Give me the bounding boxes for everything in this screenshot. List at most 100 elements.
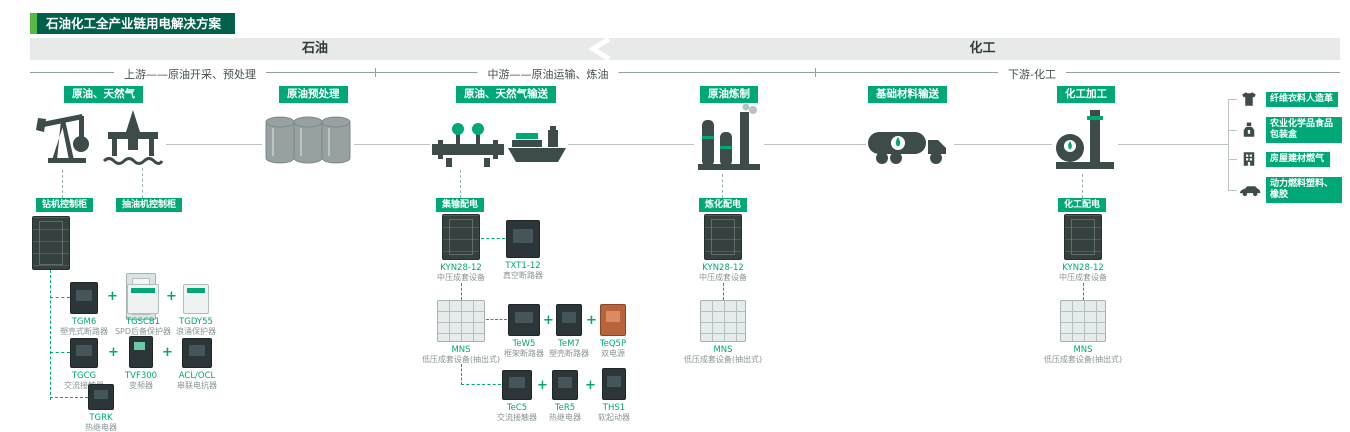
product-desc: 变频器 [129, 381, 153, 390]
offshore-platform-icon [102, 108, 164, 166]
product-desc: 低压成套设备(抽出式) [1043, 355, 1123, 364]
flow-line [354, 144, 430, 145]
mns-image [700, 300, 746, 342]
product-desc: 交流接触器 [497, 413, 537, 422]
chain-connector [486, 319, 507, 320]
ter5-image [552, 370, 578, 400]
process-label-transport: 原油、天然气输送 [456, 86, 556, 103]
dist-label-refining: 炼化配电 [699, 198, 748, 212]
stage-upstream: 上游——原油开采、预处理 [114, 66, 266, 82]
product-teq5p: TeQ5P 双电源 [581, 304, 645, 358]
page-title: 石油化工全产业链用电解决方案 [30, 13, 236, 34]
product-model: THS1 [602, 403, 626, 413]
product-desc: 中压成套设备 [437, 273, 485, 282]
product-model: MNS [451, 345, 471, 355]
product-desc: 串联电抗器 [177, 381, 217, 390]
band-label-chemical: 化工 [969, 41, 996, 56]
plus-sign: + [586, 313, 597, 328]
dist-label-drill-cabinet: 钻机控制柜 [36, 198, 94, 212]
flow-line [1118, 144, 1228, 145]
tgrk-image [88, 384, 114, 410]
product-txt1-12: TXT1-12 真空断路器 [491, 220, 555, 280]
product-desc: 浪涌保护器 [176, 327, 216, 336]
dashed-connector [1082, 174, 1083, 198]
dashed-connector [142, 168, 143, 198]
product-ter5: TeR5 热继电器 [533, 370, 597, 422]
product-model: ACL/OCL [178, 371, 216, 381]
product-tem7: TeM7 塑壳断路器 [537, 304, 601, 358]
product-acl-ocl: ACL/OCL 串联电抗器 [165, 338, 229, 390]
product-model: KYN28-12 [1062, 263, 1104, 273]
stage-divider-tick [815, 68, 816, 77]
refinery-icon [696, 102, 762, 172]
product-tgm6: TGM6 塑壳式断路器 [52, 282, 116, 336]
chain-connector [461, 283, 462, 300]
end-product-agrochem: 农业化学品食品包装盒 [1266, 117, 1342, 143]
chain-connector [50, 297, 70, 298]
product-model: MNS [713, 345, 733, 355]
plus-sign: + [107, 289, 118, 304]
process-label-refining: 原油炼制 [700, 86, 758, 103]
product-desc: 框架断路器 [504, 349, 544, 358]
teq5p-image [600, 304, 626, 336]
mns-image [437, 300, 485, 342]
product-desc: 低压成套设备(抽出式) [683, 355, 763, 364]
tgcg-image [70, 338, 98, 368]
chain-connector [723, 283, 724, 300]
acl-ocl-image [182, 338, 212, 368]
bracket-stub [1228, 159, 1237, 160]
product-model: KYN28-12 [440, 263, 482, 273]
product-tgrk: TGRK 热继电器 [69, 384, 133, 432]
product-model: TeR5 [554, 403, 576, 413]
chain-connector [1083, 283, 1084, 300]
product-desc: 中压成套设备 [1059, 273, 1107, 282]
product-tgscb1: TGSCB1 SPD后备保护器 [111, 284, 175, 336]
tanker-truck-icon [868, 120, 952, 168]
product-model: TeM7 [558, 339, 580, 349]
txt1-12-image [506, 220, 540, 258]
chemical-plant-icon [1054, 106, 1116, 172]
product-desc: 热继电器 [549, 413, 581, 422]
ths1-image [602, 368, 626, 400]
product-desc: 双电源 [601, 349, 625, 358]
end-product-building: 房屋建材燃气 [1266, 152, 1330, 167]
product-model: MNS [1073, 345, 1093, 355]
product-model: TGSCB1 [125, 317, 161, 327]
tem7-image [556, 304, 582, 336]
plus-sign: + [543, 313, 554, 328]
product-desc: 真空断路器 [503, 271, 543, 280]
process-label-material-transport: 基础材料输送 [868, 86, 947, 103]
dashed-connector [62, 170, 63, 198]
band-label-oil: 石油 [301, 41, 328, 56]
chain-connector [481, 238, 505, 239]
flow-line [764, 144, 866, 145]
drill-control-cabinet-image [32, 216, 70, 270]
product-desc: 中压成套设备 [699, 273, 747, 282]
chain-connector [50, 352, 70, 353]
product-tvf300: TVF300 变频器 [109, 336, 173, 390]
kyn28-image [704, 214, 742, 260]
flow-line [954, 144, 1052, 145]
product-model: TVF300 [124, 371, 158, 381]
bracket-stub [1228, 190, 1237, 191]
food-package-icon [1240, 121, 1258, 139]
storage-tanks-icon [264, 112, 352, 168]
product-model: TGCG [71, 371, 97, 381]
product-mns-gathering: MNS 低压成套设备(抽出式) [421, 300, 501, 364]
plus-sign: + [585, 378, 596, 393]
end-product-fiber: 纤维衣料人造革 [1266, 92, 1338, 107]
ship-icon [508, 120, 566, 166]
product-kyn28-gathering: KYN28-12 中压成套设备 [429, 214, 493, 282]
product-model: TGDY55 [179, 317, 213, 327]
pumpjack-icon [36, 106, 94, 168]
plus-sign: + [537, 378, 548, 393]
product-mns-chemical: MNS 低压成套设备(抽出式) [1043, 300, 1123, 364]
tgm6-image [70, 282, 98, 314]
pipeline-valves-icon [432, 116, 504, 168]
product-desc: 软起动器 [598, 413, 630, 422]
product-model: TeW5 [512, 339, 536, 349]
product-desc: 交流接触器 [64, 381, 104, 390]
flow-line [166, 144, 262, 145]
product-desc: 塑壳断路器 [549, 349, 589, 358]
chain-connector [50, 270, 51, 400]
